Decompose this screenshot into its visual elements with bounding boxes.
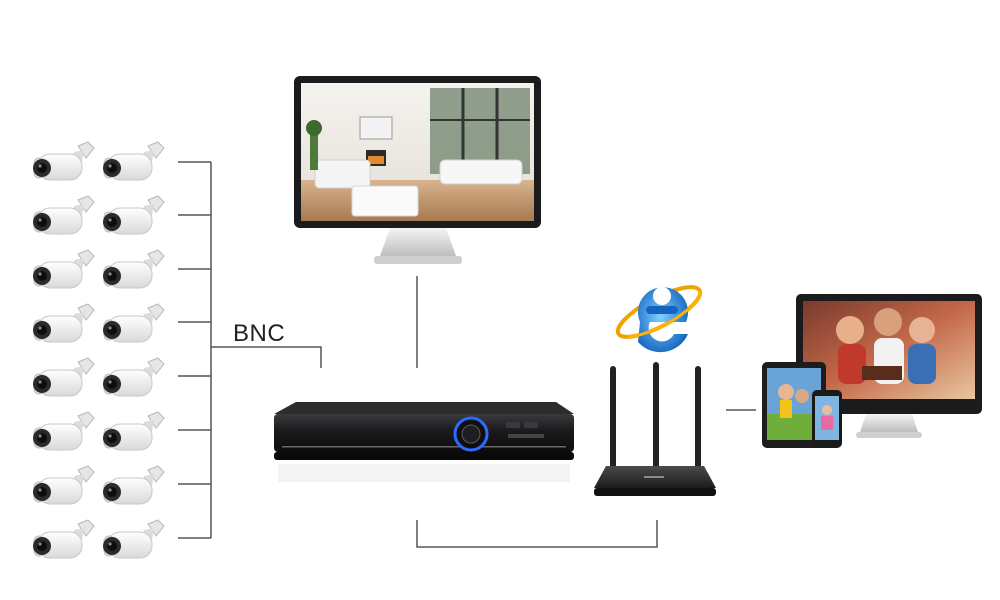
bullet-camera-icon (102, 303, 165, 343)
bnc-cable-line (211, 346, 322, 368)
bullet-camera-icon (102, 411, 165, 451)
bullet-camera-icon (32, 465, 95, 505)
internet-explorer-icon (615, 285, 703, 353)
bullet-camera-icon (32, 249, 95, 289)
bullet-camera-icon (32, 303, 95, 343)
devices-icon (762, 294, 982, 448)
bullet-camera-icon (32, 141, 95, 181)
bullet-camera-icon (102, 141, 165, 181)
camera-bus (178, 161, 212, 539)
wiring (178, 161, 756, 548)
dvr-recorder-icon (274, 402, 574, 482)
wifi-router-icon (594, 362, 716, 496)
bullet-camera-icon (32, 357, 95, 397)
bullet-camera-icon (102, 519, 165, 559)
bullet-camera-icon (32, 411, 95, 451)
monitor-icon (294, 76, 541, 264)
bnc-label: BNC (233, 320, 286, 347)
bullet-camera-icon (102, 195, 165, 235)
bullet-camera-icon (32, 195, 95, 235)
bullet-camera-icon (102, 357, 165, 397)
bullet-camera-icon (32, 519, 95, 559)
bullet-camera-icon (102, 465, 165, 505)
router-cable-line (416, 520, 658, 548)
camera-array (32, 141, 165, 559)
bullet-camera-icon (102, 249, 165, 289)
